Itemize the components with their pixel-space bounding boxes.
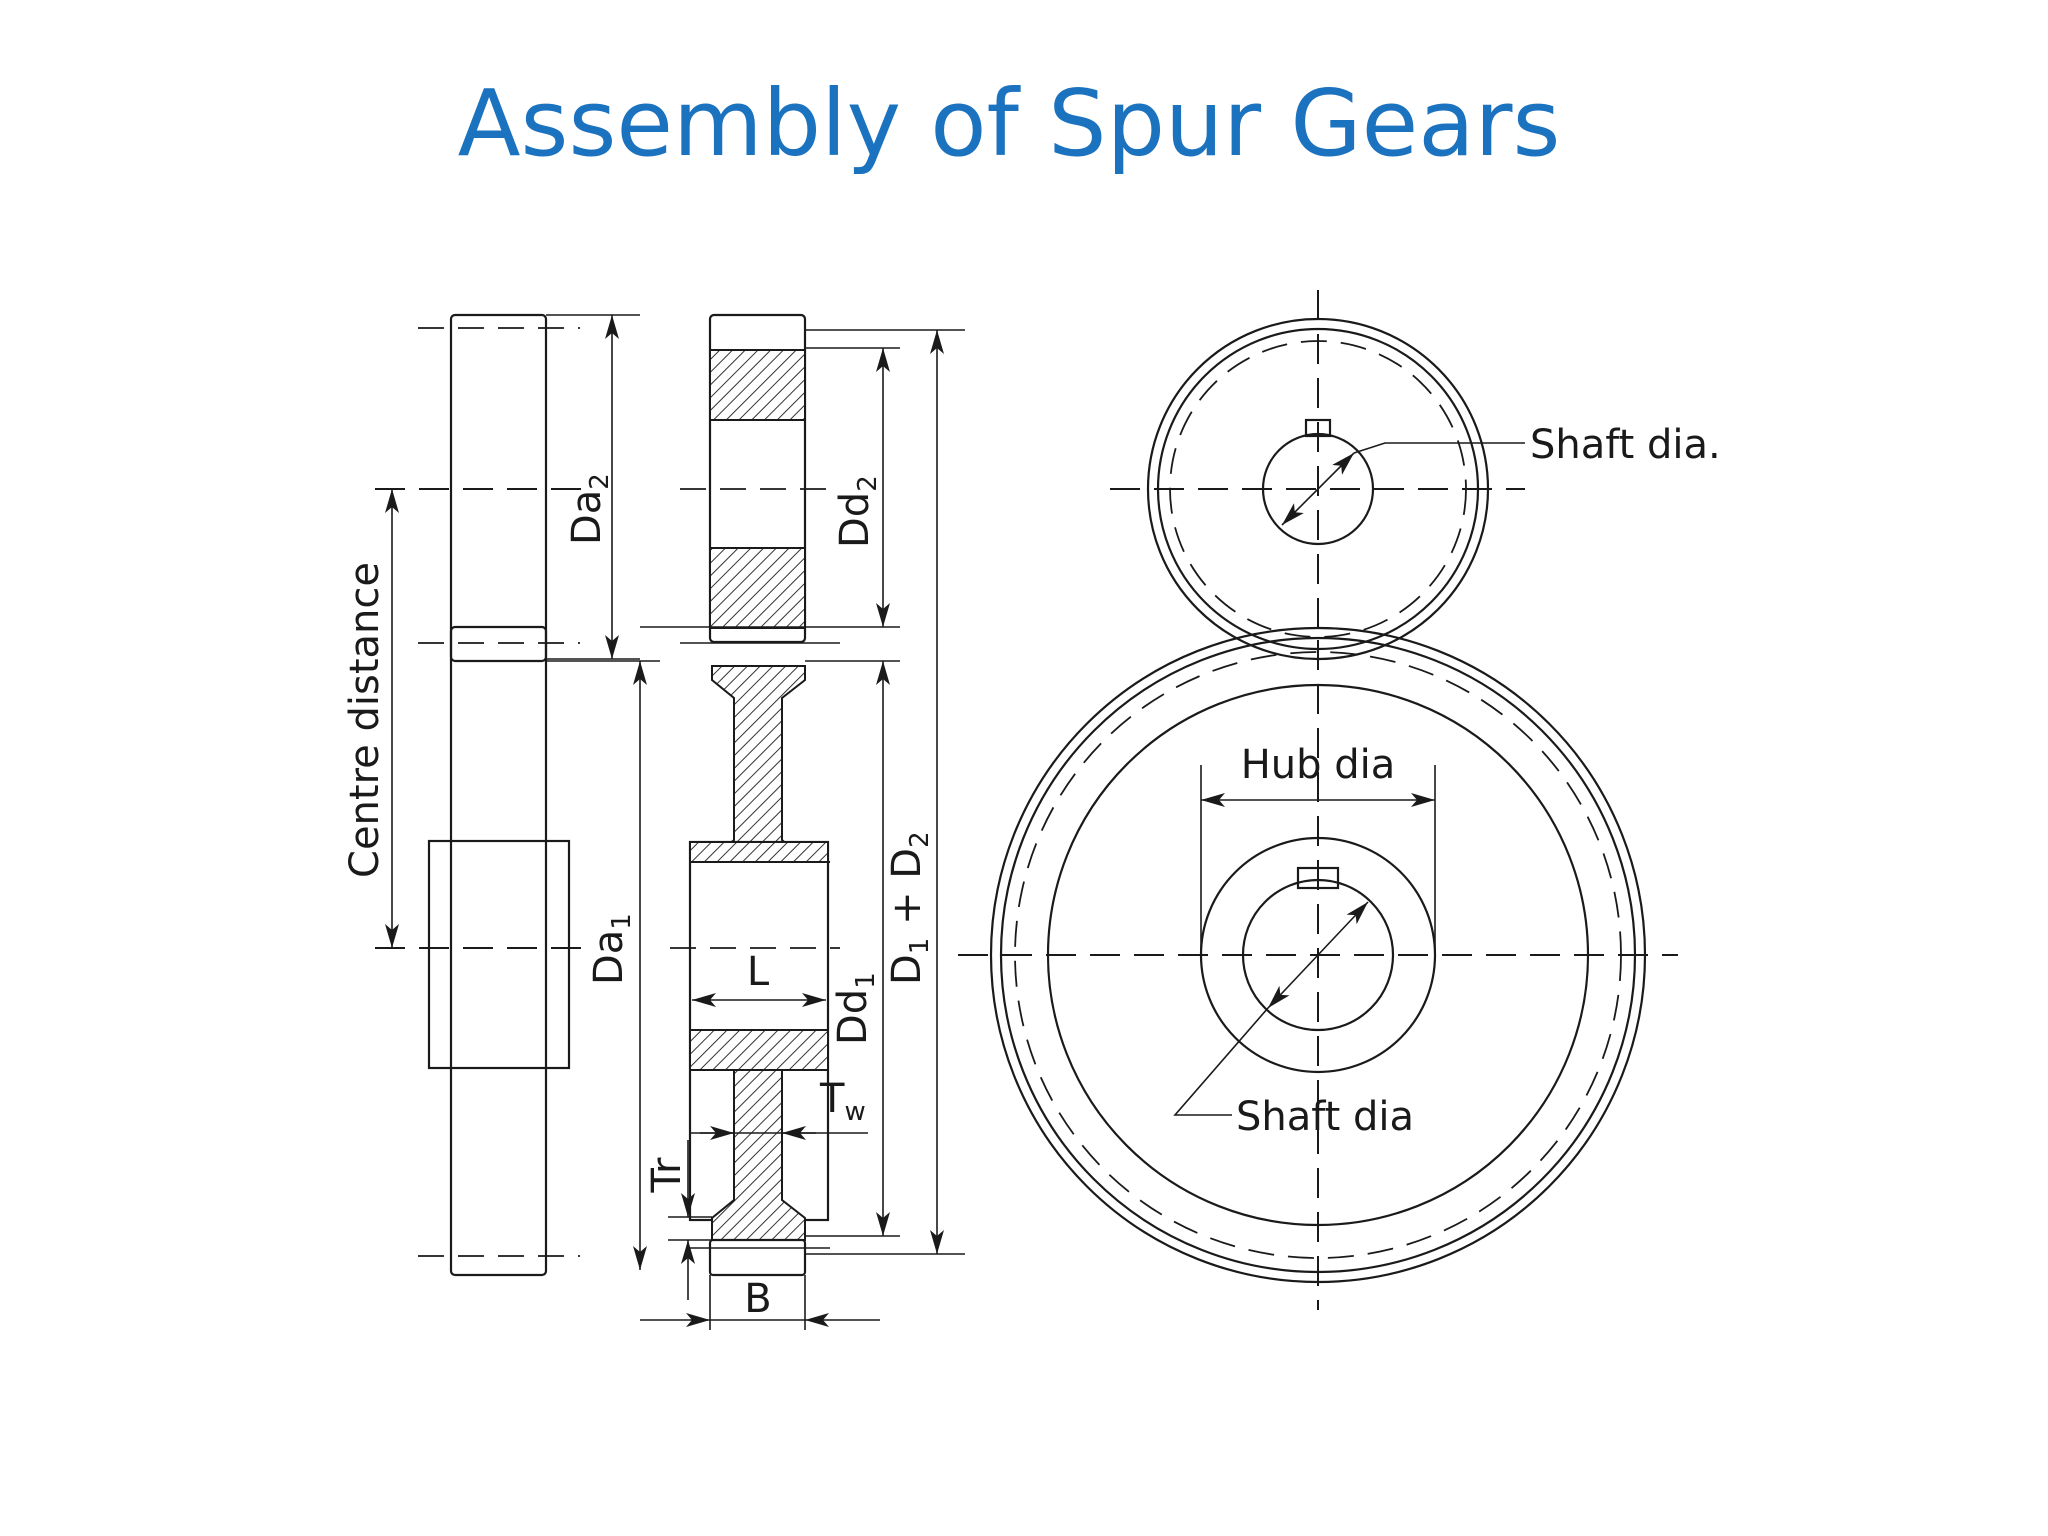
pinion-section-outline xyxy=(708,313,807,644)
da1-dimension: Da1 xyxy=(546,660,660,1270)
l-dimension: L xyxy=(692,949,826,1007)
side-view-gears xyxy=(375,313,590,1277)
dd1-label: Dd1 xyxy=(830,972,881,1045)
gear-hub-hatch-bottom xyxy=(689,1029,829,1071)
pinion-shaft-dia-leader xyxy=(1353,442,1525,454)
slide-title: Assembly of Spur Gears xyxy=(457,70,1561,177)
dd1-dimension: Dd1 xyxy=(805,660,900,1237)
centre-distance-dimension: Centre distance xyxy=(342,489,399,948)
shaft-dia-large-label: Shaft dia xyxy=(1236,1094,1414,1140)
d1-plus-d2-dimension: D1 + D2 xyxy=(805,329,965,1255)
gear-hub-hatch-top xyxy=(689,841,829,863)
pinion-rim-hatch-top xyxy=(709,349,806,421)
pinion-shaft-dia-arrow xyxy=(1281,452,1355,526)
shaft-dia-small-label: Shaft dia. xyxy=(1530,422,1721,468)
gear-shaft-dia-leader xyxy=(1173,1007,1269,1116)
gear-front-view: Hub dia Shaft dia xyxy=(958,626,1678,1310)
da2-dimension: Da2 xyxy=(546,314,640,660)
b-dimension: B xyxy=(640,1275,880,1330)
dd2-label: Dd2 xyxy=(832,475,883,548)
tw-dimension: Tw xyxy=(690,1076,868,1140)
side-view-hub xyxy=(427,839,571,1070)
side-view-gear-body xyxy=(449,313,548,1277)
tw-label: Tw xyxy=(819,1076,866,1127)
dd2-dimension: Dd2 xyxy=(640,347,900,628)
side-view-mesh-band xyxy=(449,625,548,663)
centre-distance-label: Centre distance xyxy=(342,562,388,878)
pinion-rim-hatch-bottom xyxy=(709,547,806,629)
da2-label: Da2 xyxy=(564,473,615,545)
b-label: B xyxy=(744,1276,771,1322)
da1-label: Da1 xyxy=(586,913,637,985)
l-label: L xyxy=(747,949,770,995)
hub-dia-label: Hub dia xyxy=(1241,742,1396,788)
gear-upper-web-hatch xyxy=(689,665,831,863)
gear-shaft-dia-arrow xyxy=(1267,901,1369,1009)
d1-plus-d2-label: D1 + D2 xyxy=(884,831,935,985)
gear-lower-web-hatch xyxy=(711,1069,806,1241)
tr-label: Tr xyxy=(644,1157,690,1194)
section-view xyxy=(670,313,840,1277)
gear-rim-bottom xyxy=(708,1238,807,1277)
pinion-front-view: Shaft dia. xyxy=(1110,290,1721,661)
tr-dimension: Tr xyxy=(644,1140,712,1300)
